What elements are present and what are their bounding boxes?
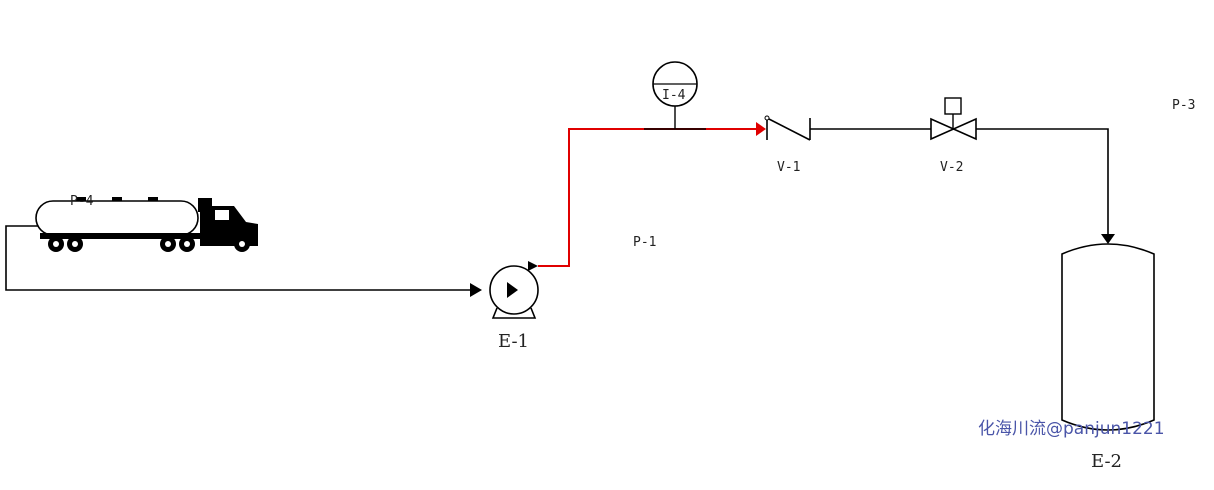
vessel-label: E-2 <box>1091 451 1123 472</box>
check-valve-label: V-1 <box>777 160 801 175</box>
suction-line[interactable] <box>5 225 482 297</box>
vertical-vessel-icon[interactable] <box>1061 243 1155 431</box>
pump-label: E-1 <box>498 331 530 352</box>
check-valve-icon[interactable] <box>764 115 811 141</box>
discharge-line-label: P-1 <box>633 235 657 250</box>
outlet-line[interactable] <box>976 128 1115 244</box>
control-valve-icon[interactable] <box>930 97 977 141</box>
indicator-label: I-4 <box>662 88 686 103</box>
tanker-truck-icon[interactable] <box>35 197 258 252</box>
watermark-text: 化海川流@panjun1221 <box>978 419 1165 439</box>
tanker-label: P-4 <box>70 194 94 209</box>
instrument-bubble-icon[interactable] <box>644 61 706 130</box>
outlet-line-label: P-3 <box>1172 98 1196 113</box>
centrifugal-pump-icon[interactable] <box>489 261 539 319</box>
control-valve-label: V-2 <box>940 160 964 175</box>
